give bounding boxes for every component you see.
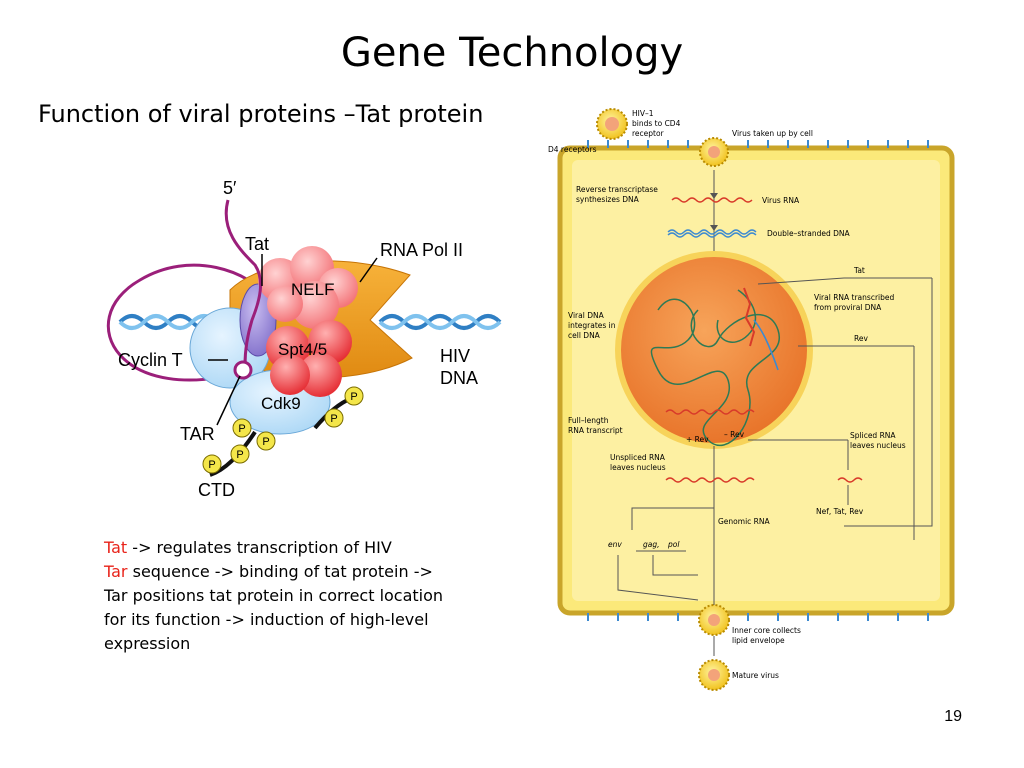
svg-text:P: P [262, 436, 269, 448]
svg-text:Mature virus: Mature virus [732, 671, 779, 680]
tat-complex-diagram: P P P P P P 5′ Tat RNA Pol II NELF Spt4/… [107, 178, 502, 500]
phosphate-group: P P P P P P [202, 386, 364, 474]
label-cyclin-t: Cyclin T [118, 350, 183, 370]
svg-text:from proviral DNA: from proviral DNA [814, 303, 882, 312]
text-line-2: Tar sequence -> binding of tat protein -… [104, 562, 433, 581]
svg-text:receptor: receptor [632, 129, 665, 138]
svg-text:Spliced RNA: Spliced RNA [850, 431, 896, 440]
text-line-5: expression [104, 634, 191, 653]
svg-text:P: P [350, 391, 357, 403]
text-line-4: for its function -> induction of high-le… [104, 610, 429, 629]
svg-text:Nef, Tat, Rev: Nef, Tat, Rev [816, 507, 864, 516]
svg-text:binds to CD4: binds to CD4 [632, 119, 681, 128]
label-tat: Tat [245, 234, 269, 254]
svg-text:HIV–1: HIV–1 [632, 109, 654, 118]
svg-text:– Rev: – Rev [724, 430, 745, 439]
svg-text:synthesizes DNA: synthesizes DNA [576, 195, 640, 204]
svg-text:Virus taken up by cell: Virus taken up by cell [732, 129, 813, 138]
svg-text:Genomic RNA: Genomic RNA [718, 517, 770, 526]
slide-title: Gene Technology [340, 30, 684, 76]
page-number: 19 [944, 708, 962, 725]
slide-subtitle: Function of viral proteins –Tat protein [38, 100, 484, 128]
svg-text:leaves nucleus: leaves nucleus [610, 463, 666, 472]
chromatin [650, 298, 781, 447]
text-line-3: Tar positions tat protein in correct loc… [104, 586, 444, 605]
nascent-rna-loop [107, 263, 272, 382]
svg-text:Full–length: Full–length [568, 416, 609, 425]
label-rna-pol-ii: RNA Pol II [380, 240, 463, 260]
svg-text:pol: pol [667, 540, 680, 549]
svg-text:P: P [330, 413, 337, 425]
dna-helix-right [378, 314, 502, 330]
svg-text:P: P [238, 423, 245, 435]
label-cdk9: Cdk9 [261, 394, 301, 413]
svg-text:Viral DNA: Viral DNA [568, 311, 605, 320]
svg-text:integrates in: integrates in [568, 321, 616, 330]
explanation-text: Tat -> regulates transcription of HIV Ta… [104, 536, 524, 656]
svg-text:Tat: Tat [853, 266, 865, 275]
label-nelf: NELF [291, 280, 334, 299]
label-spt45: Spt4/5 [278, 340, 327, 359]
svg-text:Viral RNA transcribed: Viral RNA transcribed [814, 293, 894, 302]
label-dna: DNA [440, 368, 478, 388]
hiv-virus-entering [699, 137, 729, 167]
label-ctd: CTD [198, 480, 235, 500]
svg-text:Rev: Rev [854, 334, 868, 343]
svg-text:Reverse transcriptase: Reverse transcriptase [576, 185, 658, 194]
svg-text:env: env [608, 540, 622, 549]
cd4-receptor-ticks [587, 140, 929, 621]
svg-text:leaves nucleus: leaves nucleus [850, 441, 906, 450]
svg-text:Unspliced RNA: Unspliced RNA [610, 453, 666, 462]
ds-dna-wave [667, 229, 757, 235]
spt45-shape [266, 320, 352, 397]
svg-text:Virus RNA: Virus RNA [762, 196, 800, 205]
label-tar: TAR [180, 424, 215, 444]
hiv-virus-budding [698, 604, 730, 636]
nelf-shape [258, 246, 358, 329]
svg-text:cell DNA: cell DNA [568, 331, 601, 340]
svg-text:Double–stranded DNA: Double–stranded DNA [767, 229, 851, 238]
hiv-life-cycle-diagram: HIV–1 binds to CD4 receptor D4 receptors… [548, 108, 955, 691]
tar-hairpin [233, 360, 253, 380]
svg-text:RNA transcript: RNA transcript [568, 426, 623, 435]
svg-text:+ Rev: + Rev [686, 435, 709, 444]
svg-text:P: P [236, 449, 243, 461]
virus-rna-wave [671, 197, 753, 203]
svg-text:lipid envelope: lipid envelope [732, 636, 785, 645]
term-tat: Tat [104, 538, 128, 557]
text-line-1: Tat -> regulates transcription of HIV [104, 538, 392, 557]
svg-text:D4 receptors: D4 receptors [548, 145, 597, 154]
hiv-mature-virus [698, 659, 730, 691]
ctd-tail-1 [209, 430, 257, 477]
svg-text:Inner core collects: Inner core collects [732, 626, 801, 635]
term-tar: Tar [104, 562, 128, 581]
rna-strand [224, 199, 263, 366]
svg-text:P: P [208, 459, 215, 471]
label-hiv: HIV [440, 346, 470, 366]
label-5prime: 5′ [223, 178, 237, 198]
hiv-virus-particle-top [596, 108, 628, 140]
svg-text:gag,: gag, [643, 540, 660, 549]
